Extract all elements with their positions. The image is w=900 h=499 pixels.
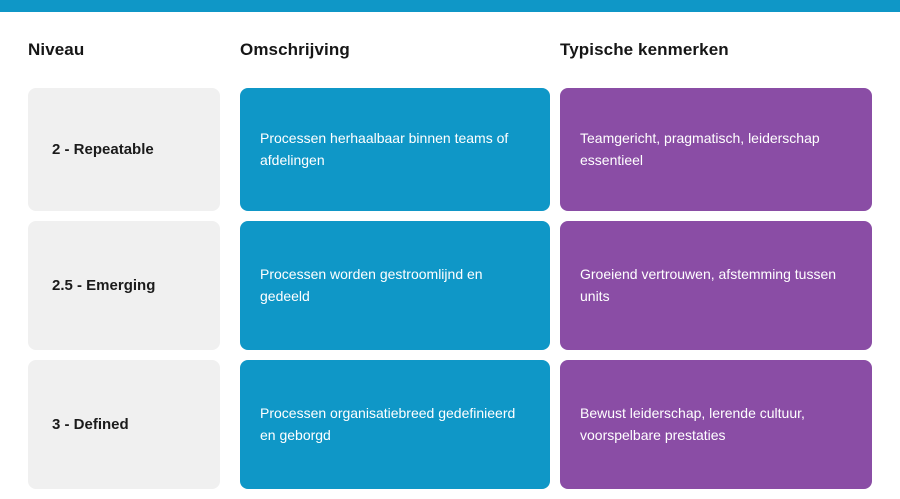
- table-header-row: Niveau Omschrijving Typische kenmerken: [28, 12, 872, 88]
- page-content: Niveau Omschrijving Typische kenmerken 2…: [0, 12, 900, 497]
- level-cell: 2 - Repeatable: [28, 88, 220, 211]
- cell-gap: [550, 221, 560, 350]
- traits-cell: Teamgericht, pragmatisch, leiderschap es…: [560, 88, 872, 211]
- table-row: 2 - Repeatable Processen herhaalbaar bin…: [28, 88, 872, 211]
- cell-gap: [550, 360, 560, 489]
- cell-gap: [220, 360, 240, 489]
- column-header-niveau: Niveau: [28, 40, 85, 59]
- table-row: 3 - Defined Processen organisatiebreed g…: [28, 360, 872, 489]
- cell-gap: [220, 88, 240, 211]
- traits-cell: Groeiend vertrouwen, afstemming tussen u…: [560, 221, 872, 350]
- level-cell: 2.5 - Emerging: [28, 221, 220, 350]
- cell-gap: [220, 221, 240, 350]
- description-cell: Processen worden gestroomlijnd en gedeel…: [240, 221, 550, 350]
- maturity-table: Niveau Omschrijving Typische kenmerken 2…: [28, 12, 872, 499]
- table-row: 2.5 - Emerging Processen worden gestroom…: [28, 221, 872, 350]
- column-header-typische-kenmerken: Typische kenmerken: [560, 40, 729, 59]
- level-cell: 3 - Defined: [28, 360, 220, 489]
- cell-gap: [550, 88, 560, 211]
- traits-cell: Bewust leiderschap, lerende cultuur, voo…: [560, 360, 872, 489]
- description-cell: Processen organisatiebreed gedefinieerd …: [240, 360, 550, 489]
- top-accent-bar: [0, 0, 900, 12]
- column-header-omschrijving: Omschrijving: [240, 40, 350, 59]
- description-cell: Processen herhaalbaar binnen teams of af…: [240, 88, 550, 211]
